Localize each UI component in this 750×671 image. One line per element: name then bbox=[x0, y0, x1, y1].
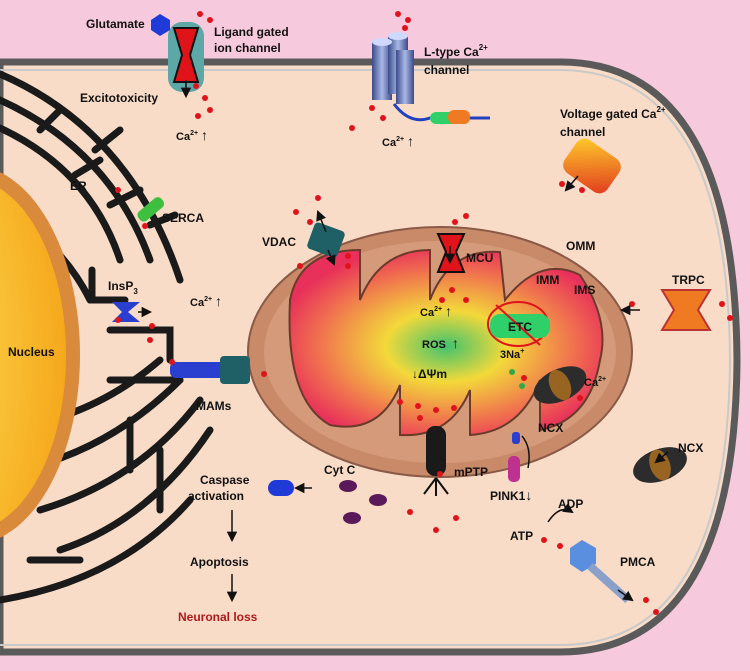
imm-label: IMM bbox=[536, 273, 559, 287]
ca-charge-4: 2+ bbox=[434, 306, 442, 313]
ca-text-3: Ca bbox=[190, 297, 205, 309]
glutamate-label: Glutamate bbox=[86, 17, 145, 31]
ca-arrow-3: ↑ bbox=[215, 293, 222, 309]
mptp-label: mPTP bbox=[454, 465, 488, 479]
three-na-text: 3Na bbox=[500, 349, 521, 361]
ca-ncx-mito: Ca2+ bbox=[584, 376, 606, 389]
ca-charge-2: 2+ bbox=[396, 136, 404, 143]
mcu-channel bbox=[436, 233, 466, 273]
mitochondrion bbox=[247, 226, 633, 478]
insp-text: InsP bbox=[108, 279, 133, 293]
glutamate-icon bbox=[151, 14, 170, 36]
l-type-label-2: channel bbox=[424, 63, 469, 77]
ncx-mito bbox=[533, 366, 587, 404]
voltage-gated-label-1-text: Voltage gated Ca bbox=[560, 107, 657, 121]
ca-charge-3: 2+ bbox=[204, 296, 212, 303]
nucleus-label: Nucleus bbox=[8, 345, 55, 359]
ca-up-cytosol-1: Ca2+↑ bbox=[176, 127, 208, 143]
ca-up-mito: Ca2+↑ bbox=[420, 303, 452, 319]
l-type-label-1: L-type Ca2+ bbox=[424, 43, 488, 59]
membrane-potential-label: ↓ΔΨm bbox=[412, 367, 447, 381]
ligand-gated-ion-channel bbox=[168, 22, 204, 92]
three-na-label: 3Na+ bbox=[500, 348, 524, 361]
etc-complex bbox=[487, 301, 550, 347]
insp-sub: 3 bbox=[133, 287, 138, 296]
mams-tether bbox=[170, 356, 250, 384]
cytochrome-c-cluster bbox=[339, 480, 387, 524]
ca-text-5: Ca bbox=[584, 377, 599, 389]
ros-arrow: ↑ bbox=[452, 335, 459, 351]
ca-arrow-1: ↑ bbox=[201, 127, 208, 143]
ros-up: ROS ↑ bbox=[422, 335, 459, 351]
etc-label: ETC bbox=[508, 320, 532, 334]
ca-text-1: Ca bbox=[176, 131, 191, 143]
three-na-charge: + bbox=[520, 348, 524, 355]
ca-arrow-4: ↑ bbox=[445, 303, 452, 319]
caspase-label-2: activation bbox=[188, 489, 244, 503]
serca-label: SERCA bbox=[162, 211, 204, 225]
ca-up-cytosol-2: Ca2+↑ bbox=[382, 133, 414, 149]
excitotoxicity-label: Excitotoxicity bbox=[80, 91, 158, 105]
trpc-channel bbox=[660, 289, 712, 331]
ncx-mito-label: NCX bbox=[538, 421, 563, 435]
pmca-label: PMCA bbox=[620, 555, 656, 569]
insp3-receptor bbox=[112, 302, 140, 322]
pink1-kinase bbox=[508, 432, 520, 482]
ligand-gated-label-2: ion channel bbox=[214, 41, 281, 55]
adp-label: ADP bbox=[558, 497, 583, 511]
ros-text: ROS bbox=[422, 339, 446, 351]
mptp-pore bbox=[423, 426, 449, 496]
voltage-gated-label-2: channel bbox=[560, 125, 605, 139]
vdac-channel bbox=[307, 222, 345, 258]
voltage-gated-label-1: Voltage gated Ca2+ bbox=[560, 105, 666, 121]
ims-label: IMS bbox=[574, 283, 595, 297]
atp-label: ATP bbox=[510, 529, 533, 543]
calcium-ion-dots bbox=[115, 11, 733, 615]
mams-label: MAMs bbox=[196, 399, 232, 413]
ncx-membrane-label: NCX bbox=[678, 441, 703, 455]
neuronal-loss-label: Neuronal loss bbox=[178, 610, 258, 624]
sodium-ion-dots bbox=[509, 369, 525, 389]
caspase-label-1: Caspase bbox=[200, 473, 250, 487]
omm-label: OMM bbox=[566, 239, 595, 253]
er-label: ER bbox=[70, 179, 87, 193]
l-type-calcium-channel bbox=[372, 32, 490, 124]
voltage-gated-charge: 2+ bbox=[656, 105, 665, 114]
vdac-label: VDAC bbox=[262, 235, 296, 249]
nucleus bbox=[0, 172, 80, 538]
cyt-c-label: Cyt C bbox=[324, 463, 356, 477]
pink1-text: PINK1 bbox=[490, 489, 526, 503]
ligand-gated-label-1: Ligand gated bbox=[214, 25, 289, 39]
ca-charge-1: 2+ bbox=[190, 130, 198, 137]
pmca-pump bbox=[570, 540, 631, 603]
pink1-arrow: ↓ bbox=[525, 487, 532, 503]
pink1-label: PINK1↓ bbox=[490, 487, 532, 503]
l-type-label-1-text: L-type Ca bbox=[424, 45, 479, 59]
insp3-label: InsP3 bbox=[108, 279, 138, 296]
flow-arrows bbox=[138, 80, 669, 603]
caspase-icon bbox=[268, 480, 294, 496]
ca-up-cytosol-3: Ca2+↑ bbox=[190, 293, 222, 309]
voltage-gated-calcium-channel bbox=[563, 138, 621, 194]
serca-pump bbox=[137, 197, 165, 222]
ca-arrow-2: ↑ bbox=[407, 133, 414, 149]
l-type-charge: 2+ bbox=[479, 43, 488, 52]
ca-text-2: Ca bbox=[382, 137, 397, 149]
trpc-label: TRPC bbox=[672, 273, 705, 287]
ca-text-4: Ca bbox=[420, 307, 435, 319]
ca-charge-5: 2+ bbox=[598, 376, 606, 383]
mcu-label: MCU bbox=[466, 251, 493, 265]
apoptosis-label: Apoptosis bbox=[190, 555, 249, 569]
